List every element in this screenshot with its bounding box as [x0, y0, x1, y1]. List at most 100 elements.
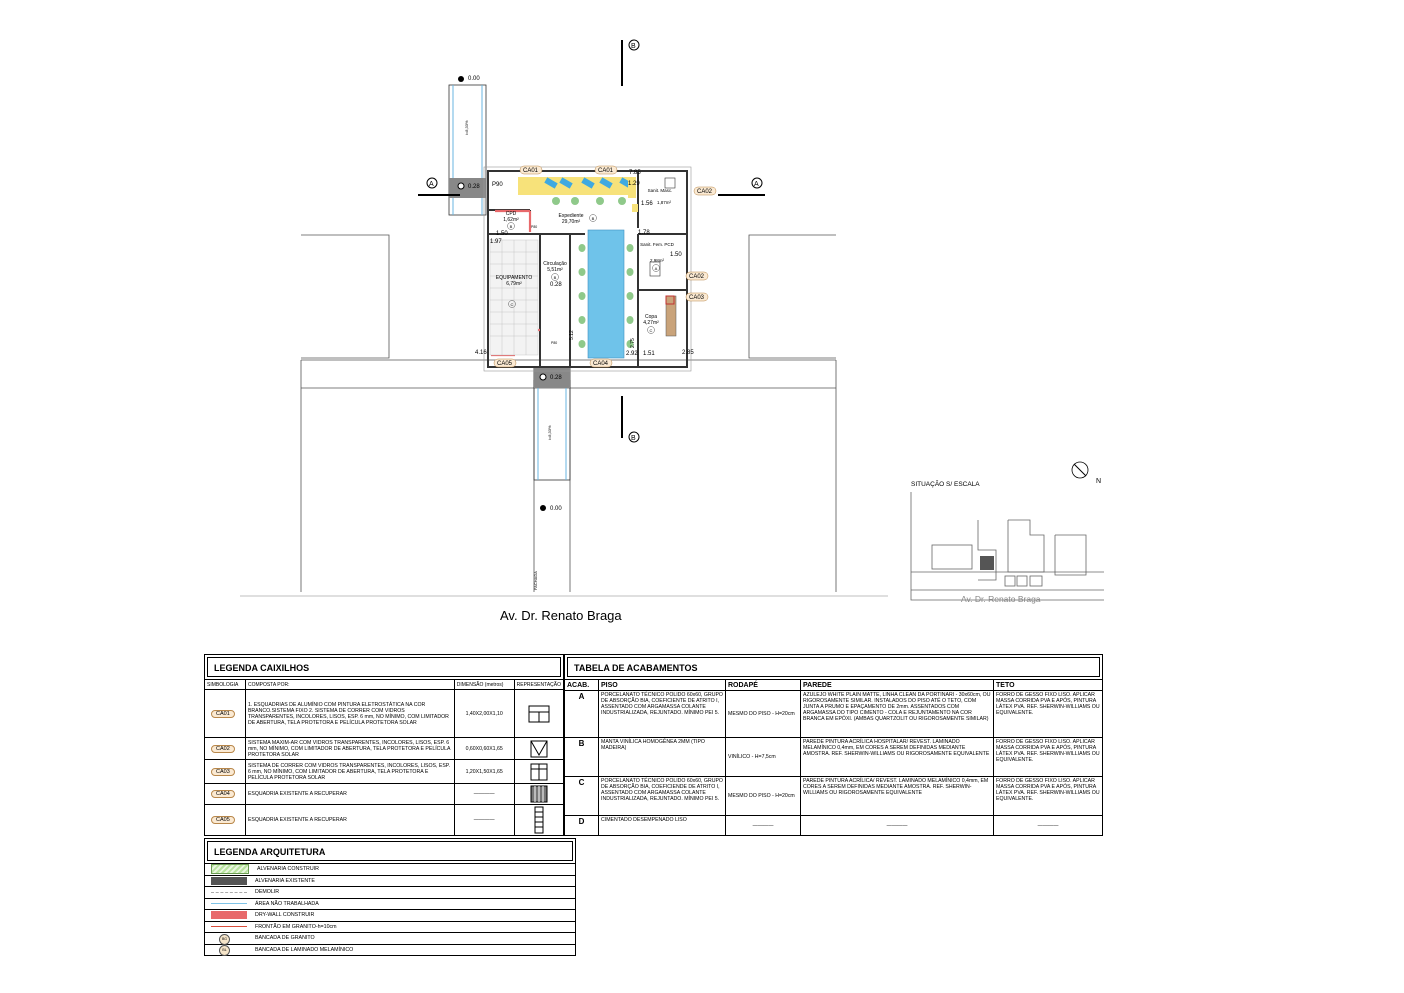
- room-expediente-area: 29,70m²: [562, 219, 581, 225]
- caixilho-dim: ————: [453, 783, 515, 805]
- caixilhos-table: SIMBOLOGIA COMPOSTA POR: DIMENSÃO (metro…: [204, 679, 565, 836]
- alvenaria-construir-swatch: [211, 864, 249, 875]
- caixilho-dim: 1,20X1,50X1,65: [453, 759, 515, 784]
- situation-map: SITUAÇÃO S/ ESCALA N Av. Dr. Renato Brag…: [910, 461, 1104, 604]
- window-ca04-icon: [530, 785, 548, 803]
- caixilho-desc: ESQUADRIA EXISTENTE A RECUPERAR: [244, 804, 455, 836]
- acab-code: B: [564, 737, 599, 777]
- dim-1-78: 1.78: [638, 230, 650, 236]
- slope-label-bottom: i=8,33%: [547, 425, 552, 440]
- dim-4-16: 4.16: [475, 350, 487, 356]
- tabela-acabamentos: TABELA DE ACABAMENTOS ACAB. PISO RODAPÉ …: [564, 654, 1103, 836]
- table-row: D CIMENTADO DESEMPENADO LISO ———— ———— —…: [564, 815, 1103, 836]
- room-sanit-masc: Sanit. Masc.: [648, 188, 673, 193]
- section-marks: B B A A: [418, 39, 765, 443]
- dim-1-97: 1.97: [490, 239, 502, 245]
- acab-rodape: MESMO DO PISO - H=20cm: [725, 776, 801, 816]
- dim-1-50-b: 1.50: [670, 252, 682, 258]
- street-label: Av. Dr. Renato Braga: [500, 608, 622, 623]
- legend-item-label: BANCADA DE LAMINADO MELAMÍNICO: [255, 946, 354, 953]
- acab-rodape: ————: [725, 815, 801, 836]
- legend-item-label: ÁREA NÃO TRABALHADA: [255, 900, 319, 907]
- demolir-swatch: [211, 891, 247, 893]
- caixilho-desc: SISTEMA MAXIM-AR COM VIDROS TRANSPARENTE…: [244, 737, 455, 760]
- table-row: C PORCELANATO TÉCNICO POLIDO 60x60, GRUP…: [564, 776, 1103, 816]
- table-row: CA04 ESQUADRIA EXISTENTE A RECUPERAR ———…: [204, 783, 565, 805]
- acab-piso: CIMENTADO DESEMPENADO LISO: [598, 815, 726, 836]
- room-copa-tag: C: [650, 328, 653, 333]
- table-row: CA03 SISTEMA DE CORRER COM VIDROS TRANSP…: [204, 759, 565, 784]
- tag-ca01-a: CA01: [523, 168, 539, 174]
- caixilho-dim: 0,60X0,60X1,65: [453, 737, 515, 760]
- table-row: B MANTA VINÍLICA HOMOGÊNEA 2MM (TIPO MAD…: [564, 737, 1103, 777]
- door-tag-p80-b: P80: [551, 341, 557, 345]
- room-circulacao-area: 5,51m²: [547, 267, 563, 273]
- table-row: A PORCELANATO TÉCNICO POLIDO 60x60, GRUP…: [564, 690, 1103, 738]
- room-equipamento-tag: C: [511, 302, 514, 307]
- dim-1-56: 1.56: [641, 201, 653, 207]
- legenda-arquitetura-title: LEGENDA ARQUITETURA: [207, 841, 573, 861]
- door-tag-p80-a: P80: [531, 225, 537, 229]
- caixilho-code: CA04: [211, 790, 235, 798]
- floor-plan: i=8,33% 0.00 0.28 0.28 i=8,33% 0.00 FACH…: [240, 39, 1104, 604]
- legend-item: DEMOLIR: [205, 886, 575, 898]
- door-tag-p90: P90: [492, 182, 503, 188]
- acab-rodape: VINÍLICO - H=7,5cm: [725, 737, 801, 777]
- tag-ca05: CA05: [497, 361, 513, 367]
- fachada-label: FACHADA: [533, 571, 538, 590]
- situacao-title: SITUAÇÃO S/ ESCALA: [911, 479, 980, 488]
- table-row: CA02 SISTEMA MAXIM-AR COM VIDROS TRANSPA…: [204, 737, 565, 760]
- north-arrow-icon: [1071, 461, 1089, 479]
- room-sanit-fem: Sanit. Fem. PCD: [640, 242, 675, 247]
- acab-header-parede: PAREDE: [800, 679, 994, 691]
- tag-ca02-b: CA02: [689, 274, 705, 280]
- dim-2-85: 2.85: [682, 350, 694, 356]
- acab-rodape: MESMO DO PISO - H=20cm: [725, 690, 801, 738]
- legenda-caixilhos-title: LEGENDA CAIXILHOS: [207, 657, 561, 677]
- acab-parede: PAREDE PINTURA ACRÍLICA/ REVEST. LAMINAD…: [800, 776, 994, 816]
- room-expediente-tag: B: [592, 216, 595, 221]
- caixilho-dim: ————: [453, 804, 515, 836]
- section-mark-a-right: A: [754, 181, 759, 188]
- caixilho-desc: SISTEMA DE CORRER COM VIDROS TRANSPARENT…: [244, 759, 455, 784]
- tag-ca03: CA03: [689, 295, 705, 301]
- caixilhos-header-representacao: REPRESENTAÇÃO: [513, 679, 565, 690]
- north-label: N: [1096, 478, 1101, 485]
- bancada-granito-tag: BG: [219, 933, 230, 945]
- room-equipamento-area: 6,79m²: [506, 281, 522, 287]
- acab-piso: PORCELANATO TÉCNICO POLIDO 60x60, GRUPO …: [598, 776, 726, 816]
- acab-parede: PAREDE PINTURA ACRÍLICA HOSPITALAR/ REVE…: [800, 737, 994, 777]
- caixilho-dim: 1,40X2,00X1,10: [453, 689, 515, 738]
- frontao-granito-swatch: [211, 926, 247, 928]
- acab-header-teto: TETO: [993, 679, 1103, 691]
- bottom-ramp: 0.28 i=8,33% 0.00 FACHADA: [533, 367, 571, 590]
- building-shell: [483, 166, 692, 372]
- level-circ: 0.28: [550, 282, 562, 288]
- legend-item-label: DRY-WALL CONSTRUIR: [255, 912, 315, 919]
- room-equipamento: EQUIPAMENTO: [496, 275, 533, 281]
- window-ca03-icon: [530, 763, 548, 780]
- legend-item: FRONTÃO EM GRANITO-h=10cm: [205, 920, 575, 933]
- level-bottom: 0.00: [550, 506, 562, 512]
- room-sanit-masc-area: 1,87m²: [657, 200, 672, 205]
- legend-item: ÁREA NÃO TRABALHADA: [205, 897, 575, 910]
- acab-code: D: [564, 815, 599, 836]
- table-row: CA01 1. ESQUADRIAS DE ALUMÍNIO COM PINTU…: [204, 689, 565, 738]
- acab-parede: AZULEJO WHITE PLAIN MATTE, LINHA CLEAN D…: [800, 690, 994, 738]
- caixilho-code: CA03: [211, 767, 235, 776]
- caixilho-code: CA02: [211, 744, 235, 753]
- caixilho-code: CA05: [211, 816, 235, 824]
- acab-teto: FORRO DE GESSO FIXO LISO. APLICAR MASSA …: [993, 690, 1103, 738]
- dim-1-50: 1.50: [496, 231, 508, 237]
- legend-item-label: DEMOLIR: [255, 889, 280, 896]
- tag-ca01-b: CA01: [598, 168, 614, 174]
- dim-7-85: 7.85: [629, 170, 641, 176]
- window-ca01-icon: [528, 705, 550, 722]
- top-ramp: i=8,33% 0.00 0.28: [448, 76, 487, 216]
- acabamentos-table: ACAB. PISO RODAPÉ PAREDE TETO A PORCELAN…: [564, 679, 1103, 836]
- level-left-door: 0.28: [468, 184, 480, 190]
- bancada-granito-symbol: BG: [211, 933, 247, 945]
- acab-teto: ————: [993, 815, 1103, 836]
- tag-ca04: CA04: [593, 361, 609, 367]
- room-cpd: CPD: [506, 211, 517, 217]
